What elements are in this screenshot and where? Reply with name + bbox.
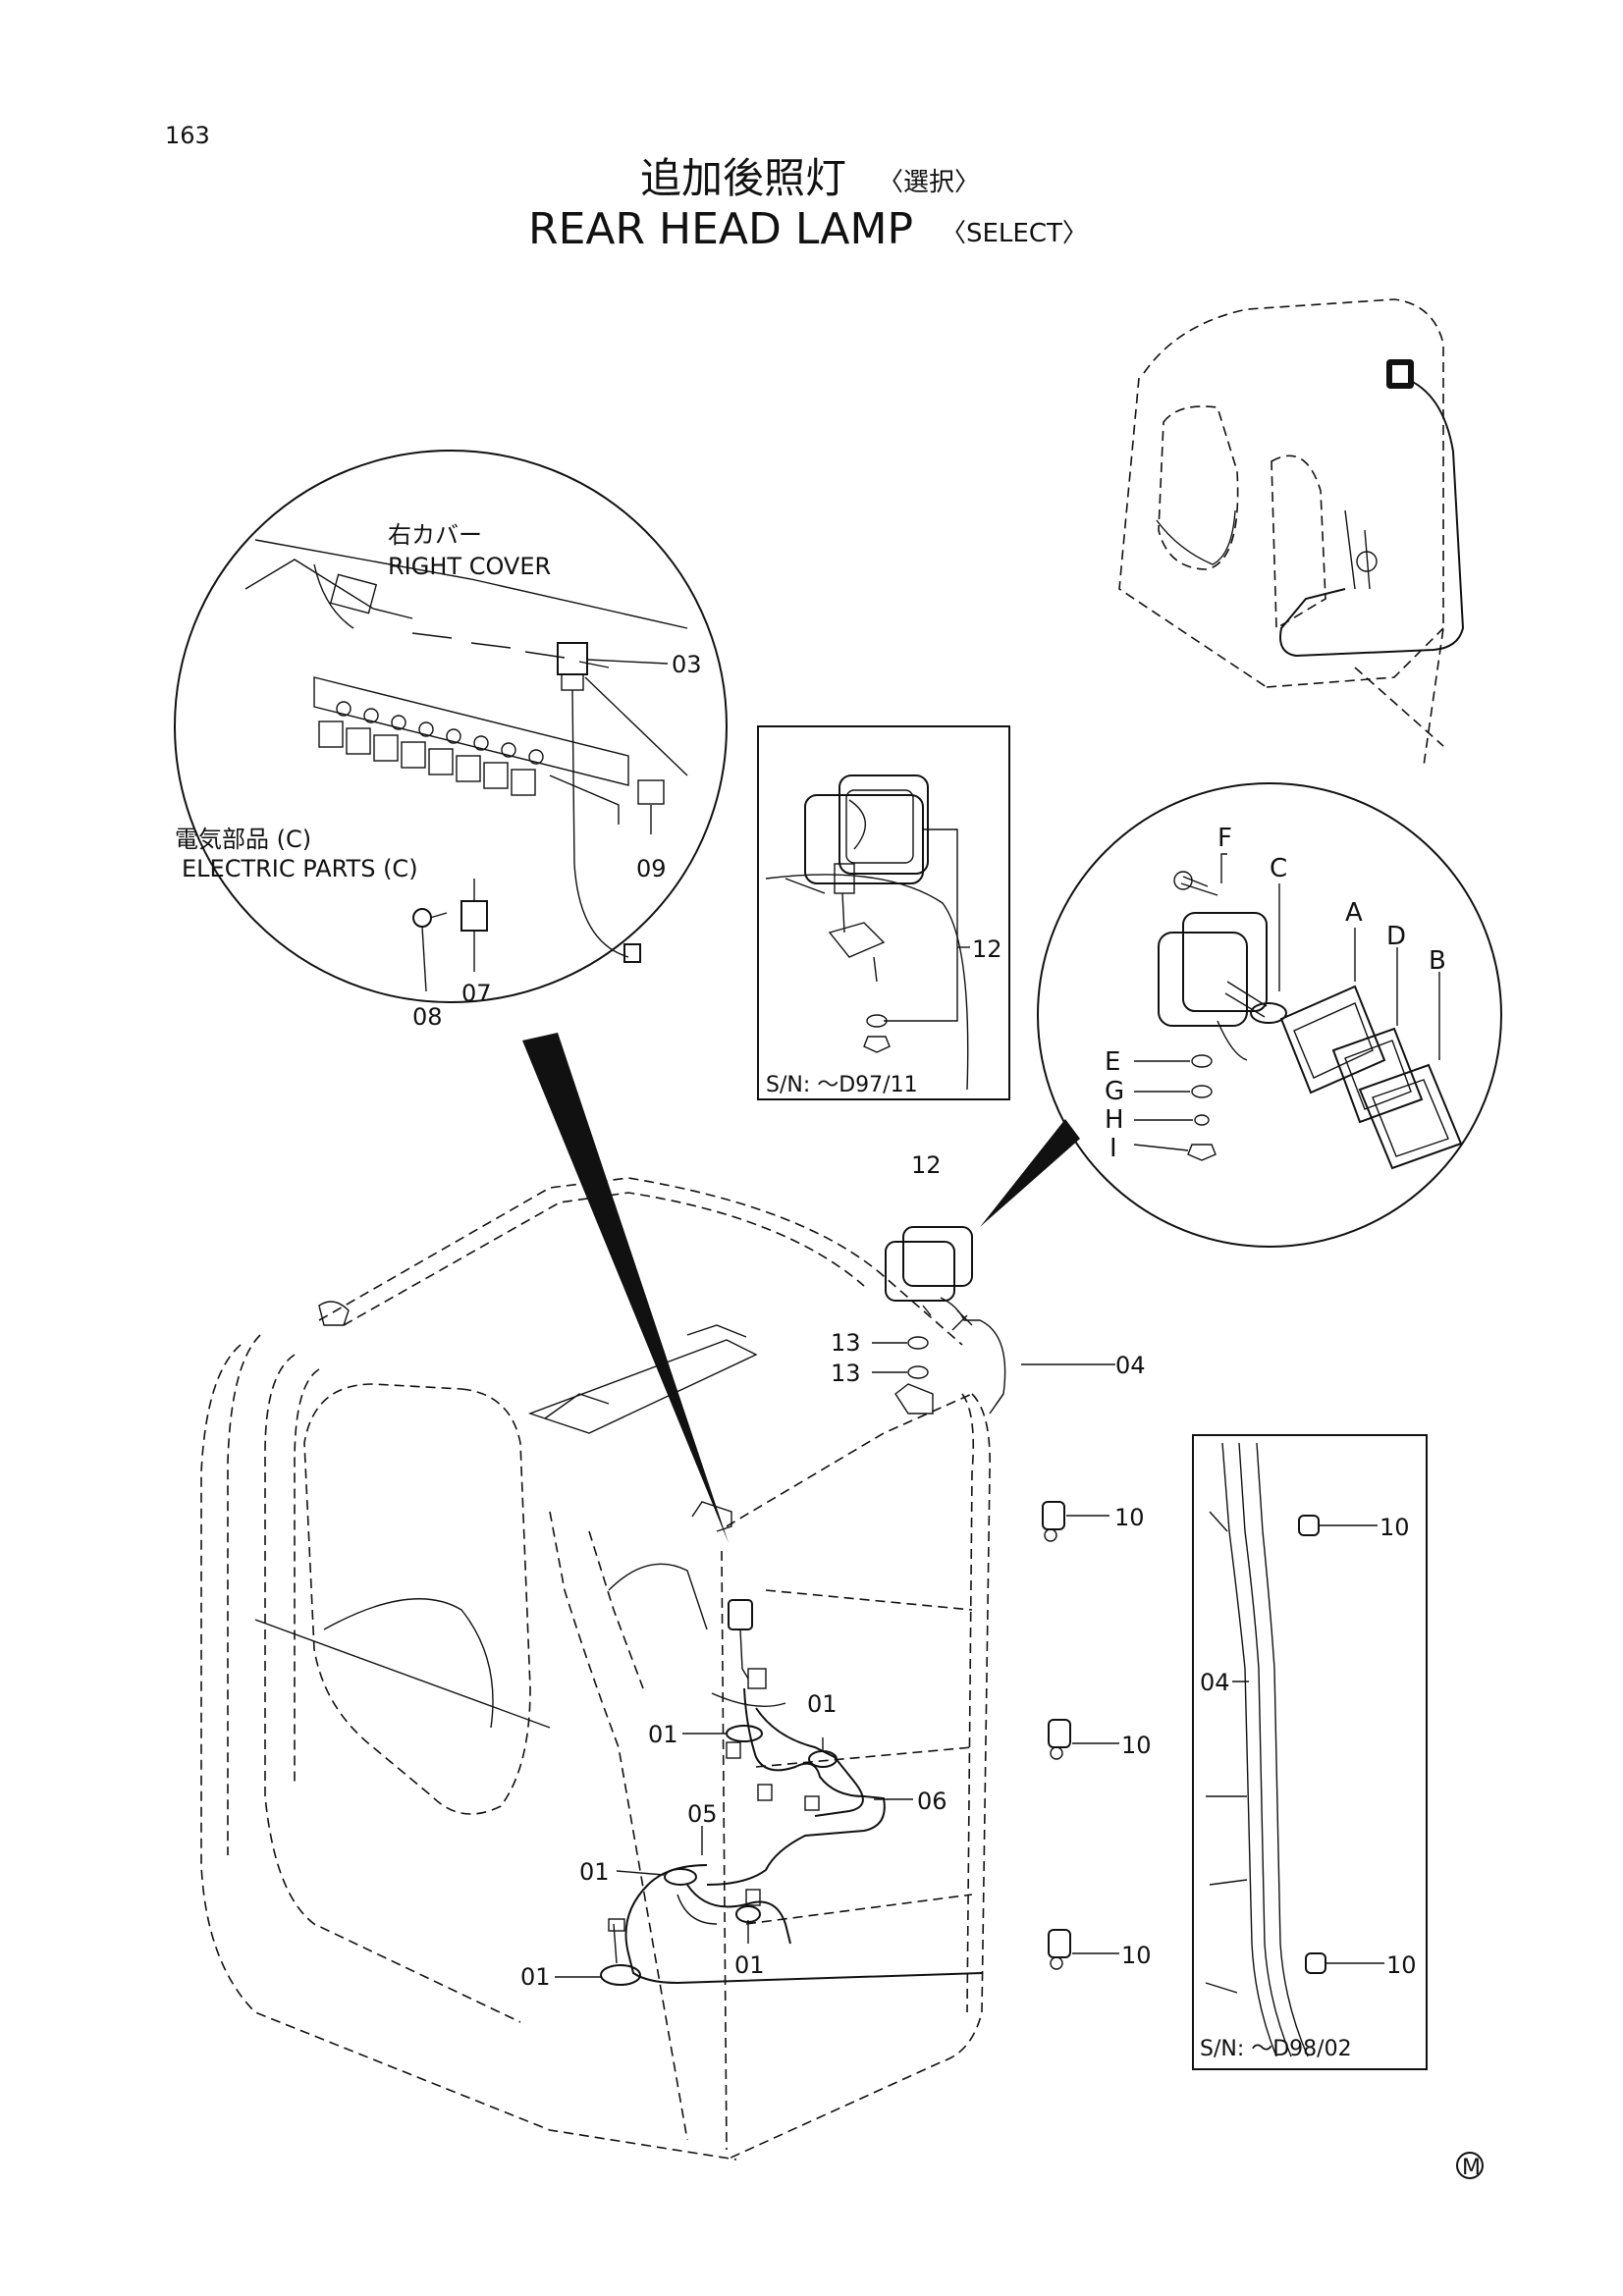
clip-callout-10-c: 10 xyxy=(1121,1942,1152,1969)
part-letter-g: G xyxy=(1105,1077,1124,1106)
title-english-note: 〈SELECT〉 xyxy=(941,219,1088,248)
harness-callout-06: 06 xyxy=(917,1788,947,1815)
pillar-inset xyxy=(1192,1434,1428,2070)
title-japanese-note: 〈選択〉 xyxy=(878,168,980,197)
electric-parts-label-en: ELECTRIC PARTS (C) xyxy=(182,855,418,882)
callout-08: 08 xyxy=(412,1003,443,1031)
clip-10-middle xyxy=(1048,1719,1071,1760)
part-letter-d: D xyxy=(1386,922,1406,951)
early-lamp-inset xyxy=(757,725,1010,1100)
early-lamp-serial: S/N: ～D97/11 xyxy=(766,1073,918,1097)
clip-10-upper xyxy=(1042,1501,1065,1542)
title-english: REAR HEAD LAMP xyxy=(528,204,913,254)
cab-overview-sketch xyxy=(1118,298,1465,767)
band-callout-01-d: 01 xyxy=(734,1951,765,1979)
lamp-parts-detail xyxy=(1037,782,1502,1248)
part-letter-e: E xyxy=(1105,1047,1120,1077)
relay-row xyxy=(318,701,544,796)
lamp-pointer-wedge xyxy=(980,1119,1080,1227)
washer-callout-13-a: 13 xyxy=(831,1329,861,1357)
pillar-serial: S/N: ～D98/02 xyxy=(1200,2037,1352,2061)
clip-callout-10-a: 10 xyxy=(1114,1504,1145,1531)
m-mark: M xyxy=(1462,2156,1481,2180)
right-cover-label-jp: 右カバー xyxy=(388,521,482,549)
title-japanese: 追加後照灯 xyxy=(640,154,846,202)
main-cab-drawing xyxy=(200,1177,1119,2161)
band-callout-01-c: 01 xyxy=(579,1858,610,1886)
part-letter-f: F xyxy=(1217,824,1232,853)
detail-pointer-wedge xyxy=(522,1033,729,1543)
band-callout-01-e: 01 xyxy=(520,1963,551,1991)
callout-09: 09 xyxy=(636,855,667,882)
harness-callout-04: 04 xyxy=(1115,1352,1146,1379)
pillar-harness-callout-04: 04 xyxy=(1200,1669,1230,1696)
page-number: 163 xyxy=(165,122,210,149)
right-cover-label-en: RIGHT COVER xyxy=(388,553,551,580)
callout-07: 07 xyxy=(461,980,492,1007)
pillar-clip-callout-10-top: 10 xyxy=(1380,1514,1410,1541)
clip-10-lower xyxy=(1048,1929,1071,1970)
band-callout-01-a: 01 xyxy=(648,1721,678,1748)
harness-callout-05: 05 xyxy=(687,1800,718,1828)
washer-callout-13-b: 13 xyxy=(831,1360,861,1387)
band-callout-01-b: 01 xyxy=(807,1690,838,1718)
clip-callout-10-b: 10 xyxy=(1121,1732,1152,1759)
part-letter-h: H xyxy=(1105,1105,1124,1135)
part-letter-b: B xyxy=(1429,946,1446,976)
early-lamp-callout-12: 12 xyxy=(972,935,1002,963)
part-letter-i: I xyxy=(1109,1134,1117,1163)
electric-parts-detail xyxy=(174,450,728,1003)
callout-03: 03 xyxy=(672,651,702,678)
pillar-clip-callout-10-bottom: 10 xyxy=(1386,1951,1417,1979)
m-mark-circle xyxy=(1456,2152,1484,2179)
part-letter-c: C xyxy=(1270,854,1287,883)
electric-parts-label-jp: 電気部品 (C) xyxy=(175,826,311,853)
part-letter-a: A xyxy=(1345,898,1363,928)
lamp-callout-12: 12 xyxy=(911,1151,942,1179)
